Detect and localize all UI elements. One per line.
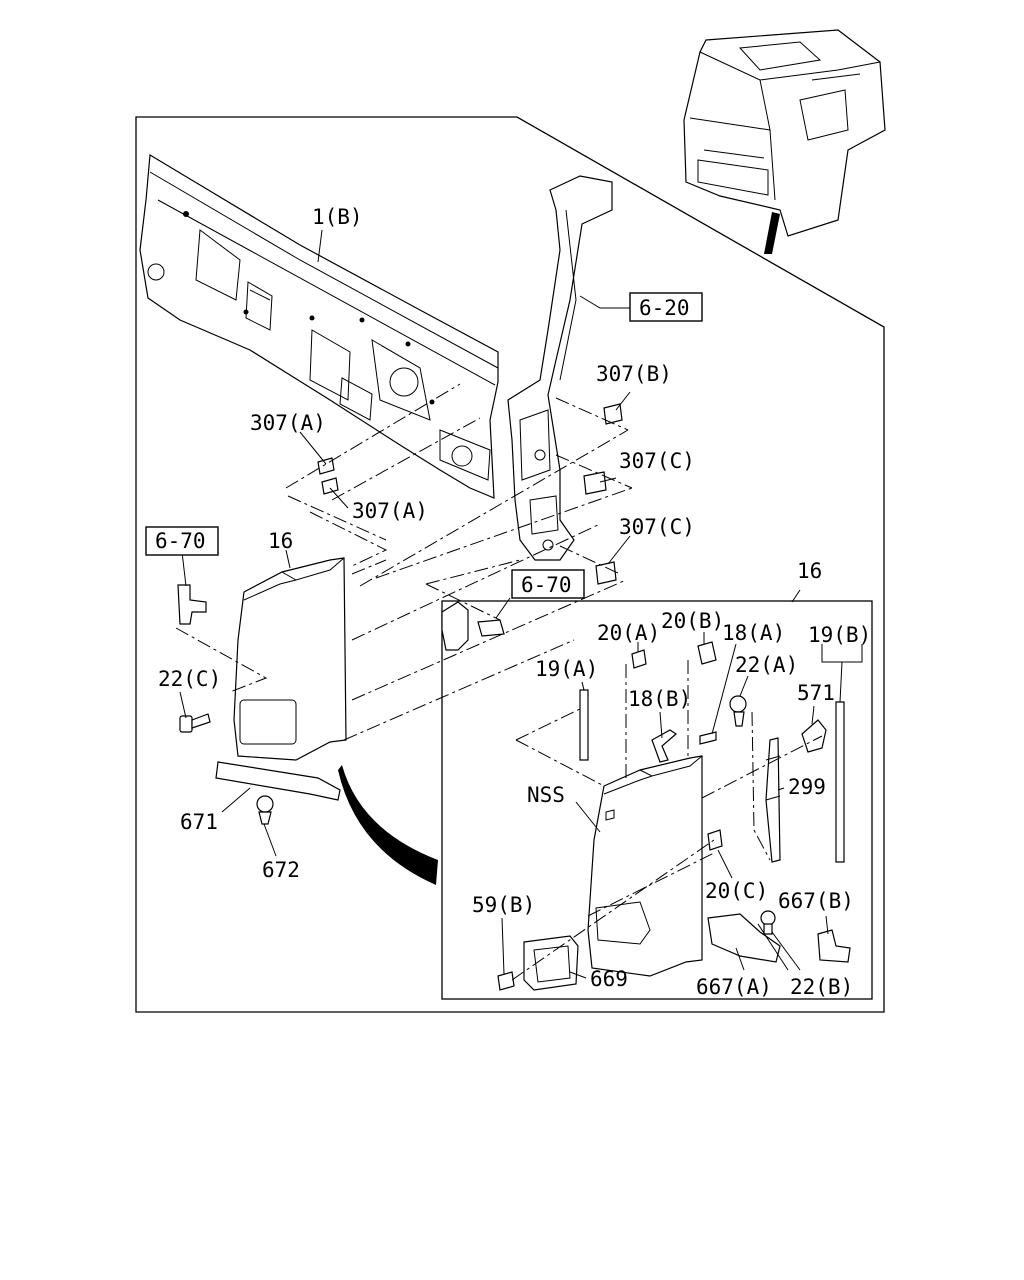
label-669: 669 xyxy=(590,967,628,991)
label-nss: NSS xyxy=(527,783,565,807)
ref-box-670-mid xyxy=(511,569,585,599)
clip-20a-shape xyxy=(631,649,647,669)
ref-box-620 xyxy=(629,292,703,322)
bracket-670-mid xyxy=(441,601,505,651)
label-307a-upper: 307(A) xyxy=(250,411,326,435)
label-18a: 18(A) xyxy=(722,621,785,645)
label-307b: 307(B) xyxy=(596,362,672,386)
label-16-right: 16 xyxy=(797,559,822,583)
bolt-22c-shape xyxy=(179,713,211,733)
corner-panel-nss xyxy=(587,755,703,977)
label-19b: 19(B) xyxy=(808,623,871,647)
bracket-667b-shape xyxy=(817,929,851,963)
seal-18b-shape xyxy=(651,729,677,763)
label-307c-lower: 307(C) xyxy=(619,515,695,539)
label-671: 671 xyxy=(180,810,218,834)
label-22c: 22(C) xyxy=(158,667,221,691)
label-59b: 59(B) xyxy=(472,893,535,917)
bracket-670-left xyxy=(177,584,207,625)
label-307c-upper: 307(C) xyxy=(619,449,695,473)
clip-307a-lower-shape xyxy=(321,477,339,495)
label-20b: 20(B) xyxy=(661,609,724,633)
label-1b: 1(B) xyxy=(312,205,363,229)
label-18b: 18(B) xyxy=(628,687,691,711)
label-307a-lower: 307(A) xyxy=(352,499,428,523)
label-19a: 19(A) xyxy=(535,657,598,681)
label-20c: 20(C) xyxy=(705,879,768,903)
clip-59b-shape xyxy=(497,971,515,991)
bracket-299-shape xyxy=(765,737,781,863)
label-20a: 20(A) xyxy=(597,621,660,645)
seal-18a-shape xyxy=(699,731,717,745)
label-22a: 22(A) xyxy=(735,653,798,677)
detail-inset-frame xyxy=(441,600,873,1000)
label-16-left: 16 xyxy=(268,529,293,553)
bolt-22b-shape xyxy=(760,910,776,935)
cab-thumbnail xyxy=(683,29,886,254)
label-22b: 22(B) xyxy=(790,975,853,999)
label-670-mid: 6-70 xyxy=(521,573,572,597)
label-299: 299 xyxy=(788,775,826,799)
clip-20b-shape xyxy=(697,641,717,665)
ref-box-670-left xyxy=(145,526,219,556)
cowl-panel xyxy=(139,153,499,499)
bolt-22a-shape xyxy=(729,695,747,727)
label-672: 672 xyxy=(262,858,300,882)
label-667a: 667(A) xyxy=(696,975,772,999)
lower-strip xyxy=(215,761,341,801)
label-620: 6-20 xyxy=(639,296,690,320)
lamp-571-shape xyxy=(801,719,827,753)
clip-672-shape xyxy=(256,795,274,825)
seal-19b-shape xyxy=(835,701,845,863)
clip-20c-shape xyxy=(707,829,723,851)
seal-19a-shape xyxy=(579,689,589,761)
clip-307c-lower-shape xyxy=(595,561,617,585)
leader-lines xyxy=(179,229,863,979)
label-667b: 667(B) xyxy=(778,889,854,913)
diagram-frame xyxy=(135,116,885,1013)
label-670-left: 6-70 xyxy=(155,529,206,553)
corner-panel-left xyxy=(233,557,347,761)
bezel-669-shape xyxy=(523,935,579,991)
arc-connector xyxy=(338,765,438,885)
clip-307b-shape xyxy=(603,403,623,425)
side-pillar xyxy=(507,175,613,561)
label-571: 571 xyxy=(797,681,835,705)
